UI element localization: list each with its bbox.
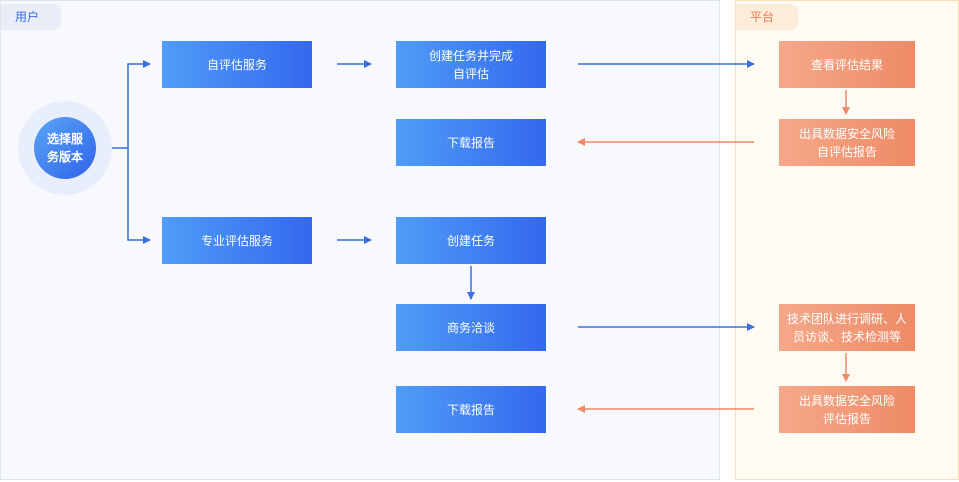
professional-assessment-service-node: 专业评估服务: [162, 217, 312, 264]
self-assessment-service-node: 自评估服务: [162, 41, 312, 88]
create-task-node: 创建任务: [396, 217, 546, 264]
user-lane-label: 用户: [1, 4, 61, 30]
platform-lane-label: 平台: [736, 4, 798, 30]
issue-assessment-report-node: 出具数据安全风险 评估报告: [779, 386, 915, 433]
select-service-version-node: 选择服 务版本: [34, 117, 96, 179]
create-task-and-self-assess-node: 创建任务并完成 自评估: [396, 41, 546, 88]
view-assessment-result-node: 查看评估结果: [779, 41, 915, 88]
branch-connector-lower: [127, 148, 151, 244]
technical-research-node: 技术团队进行调研、人 员访谈、技术检测等: [779, 304, 915, 351]
pro-download-report-node: 下载报告: [396, 386, 546, 433]
branch-connector: [112, 60, 151, 149]
business-negotiation-node: 商务洽谈: [396, 304, 546, 351]
issue-self-assessment-report-node: 出具数据安全风险 自评估报告: [779, 119, 915, 166]
self-download-report-node: 下载报告: [396, 119, 546, 166]
